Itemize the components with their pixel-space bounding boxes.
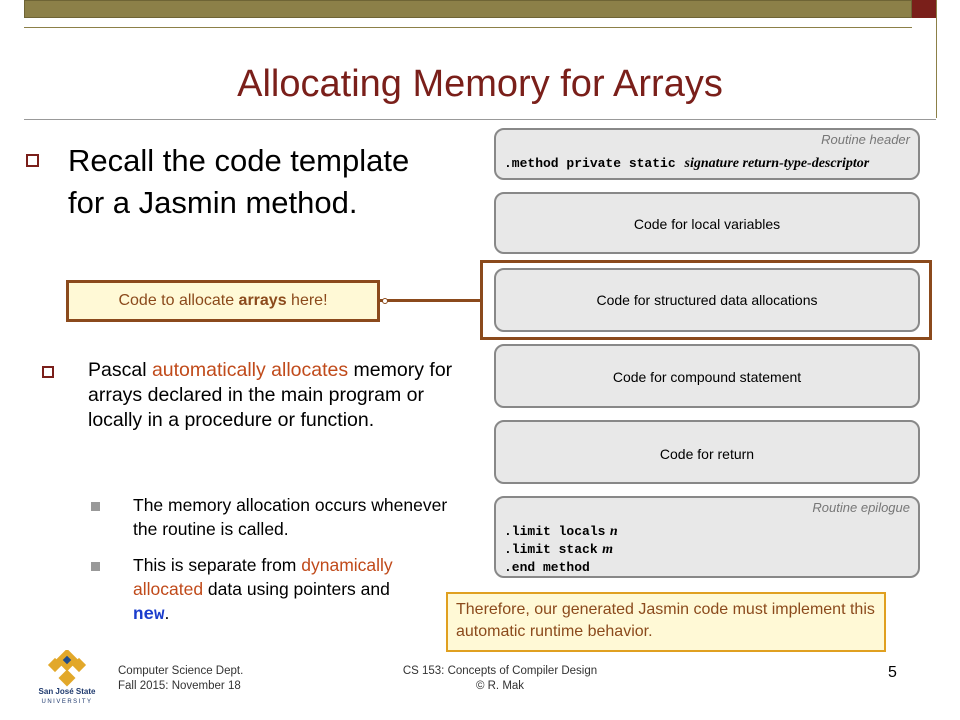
connector-dot — [382, 298, 388, 304]
footer-author: © R. Mak — [475, 680, 525, 692]
separate-accent: dynamically allocated — [133, 555, 393, 599]
routine-header-line: .method private static signature return-… — [504, 154, 869, 172]
sub-bullet-occurs: The memory allocation occurs whenever th… — [133, 495, 448, 539]
footer-dept: Computer Science Dept. — [118, 665, 244, 677]
gray-bullet-icon — [91, 562, 100, 571]
slide-title: Allocating Memory for Arrays — [237, 63, 723, 105]
side-line — [936, 0, 937, 118]
header-code: .method private static — [504, 156, 676, 171]
logo-text-2: UNIVERSITY — [41, 699, 92, 705]
highlight-box — [480, 260, 932, 340]
epilogue-var-n: n — [609, 524, 618, 539]
callout-prefix: Code to allocate — [118, 292, 239, 309]
callout-bold: arrays — [238, 292, 287, 309]
page-number: 5 — [888, 664, 897, 681]
bullet-pascal-text: Pascal automatically allocates memory fo… — [88, 358, 468, 433]
routine-header-label: Routine header — [821, 132, 910, 147]
square-bullet-icon — [42, 366, 54, 378]
box-compound-statement: Code for compound statement — [494, 344, 920, 408]
header-signature: signature return-type-descriptor — [684, 156, 870, 171]
epilogue-limit-locals: .limit locals — [504, 524, 606, 539]
structured-allocations-label: Code for structured data allocations — [596, 292, 818, 308]
note-therefore: Therefore, our generated Jasmin code mus… — [446, 592, 886, 652]
callout-suffix: here! — [286, 292, 328, 309]
separate-pre: This is separate from — [133, 555, 302, 575]
logo-text-1: San José State — [39, 687, 96, 696]
box-local-variables: Code for local variables — [494, 192, 920, 254]
epilogue-limit-stack: .limit stack — [504, 542, 598, 557]
epilogue-var-m: m — [602, 542, 613, 557]
separate-post: . — [164, 603, 170, 623]
top-bar-underline — [24, 18, 912, 28]
callout-connector — [380, 299, 480, 302]
return-label: Code for return — [659, 446, 755, 462]
routine-epilogue-label: Routine epilogue — [812, 500, 910, 515]
box-routine-header: Routine header .method private static si… — [494, 128, 920, 180]
epilogue-code: .limit locals n .limit stack m .end meth… — [504, 522, 618, 576]
sjsu-logo-icon: San José State UNIVERSITY — [39, 650, 96, 705]
footer-course: CS 153: Concepts of Compiler Design — [402, 665, 598, 677]
gray-bullet-icon — [91, 502, 100, 511]
local-variables-label: Code for local variables — [633, 216, 781, 232]
bullet-recall-text: Recall the code template for a Jasmin me… — [68, 143, 410, 220]
box-routine-epilogue: Routine epilogue .limit locals n .limit … — [494, 496, 920, 578]
pascal-accent: automatically allocates — [151, 359, 349, 381]
square-bullet-icon — [26, 154, 39, 167]
callout-allocate-arrays: Code to allocate arrays here! — [66, 280, 380, 322]
compound-statement-label: Code for compound statement — [612, 369, 802, 385]
box-return: Code for return — [494, 420, 920, 484]
top-bar — [24, 0, 912, 18]
footer-date: Fall 2015: November 18 — [118, 680, 241, 692]
pascal-post: memory for arrays declared in the main p… — [88, 359, 453, 431]
epilogue-end-method: .end method — [504, 560, 590, 575]
sub-bullet-separate: This is separate from dynamically alloca… — [133, 553, 423, 627]
separate-mid: data using pointers and — [203, 579, 390, 599]
title-divider — [24, 119, 936, 120]
pascal-pre: Pascal — [88, 359, 152, 381]
keyword-new: new — [133, 605, 165, 625]
box-structured-allocations: Code for structured data allocations — [494, 268, 920, 332]
footer-left: Computer Science Dept. Fall 2015: Novemb… — [118, 664, 243, 694]
corner-square — [912, 0, 936, 18]
footer-center: CS 153: Concepts of Compiler Design © R.… — [380, 664, 620, 694]
